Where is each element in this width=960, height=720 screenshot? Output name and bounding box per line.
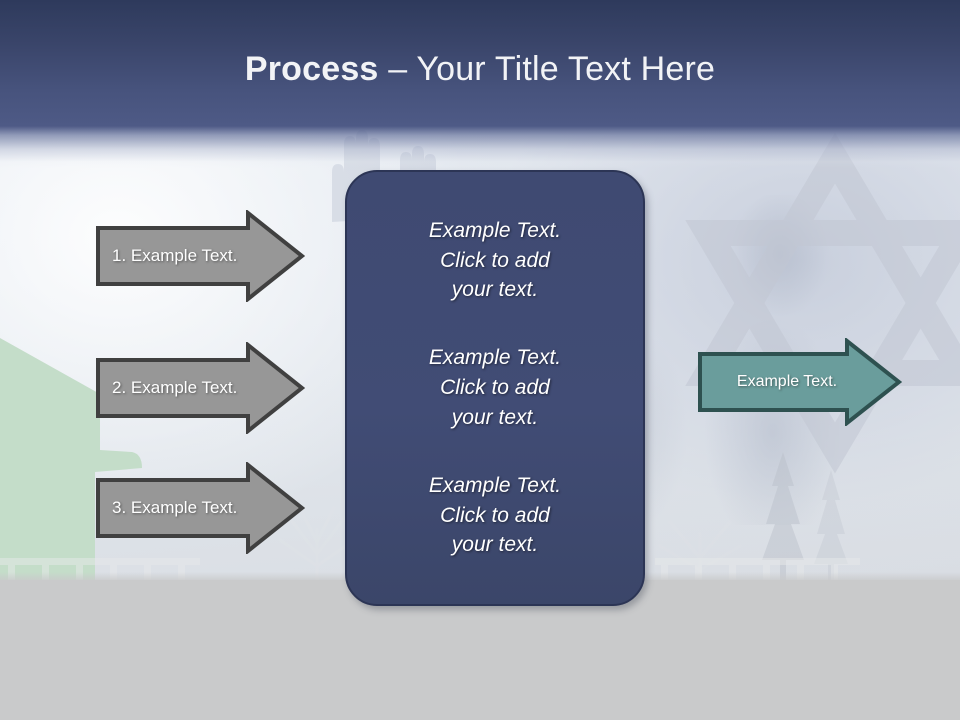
green-ground-shape xyxy=(0,320,200,582)
process-step-arrow-3[interactable]: 3. Example Text. xyxy=(95,462,305,554)
page-title-rest: – Your Title Text Here xyxy=(378,50,716,88)
page-title: Process – Your Title Text Here xyxy=(0,50,960,89)
process-detail-paragraph-3: Example Text. Click to add your text. xyxy=(428,473,562,557)
process-detail-paragraph-2: Example Text. Click to add your text. xyxy=(428,346,562,429)
page-title-bold: Process xyxy=(244,50,379,88)
title-bar-fade xyxy=(0,126,960,168)
process-detail-paragraph-1: Example Text. Click to add your text. xyxy=(428,218,562,302)
process-detail-box[interactable]: Example Text. Click to add your text. Ex… xyxy=(345,170,645,606)
process-result-arrow[interactable]: Example Text. xyxy=(697,338,902,426)
fence-left xyxy=(0,558,200,580)
title-bar xyxy=(0,0,960,126)
star-of-david-watermark-icon xyxy=(670,118,960,488)
shrub-silhouette-icon xyxy=(262,500,372,586)
fence-right xyxy=(655,558,860,580)
process-step-arrow-1[interactable]: 1. Example Text. xyxy=(95,210,305,302)
process-step-arrow-2[interactable]: 2. Example Text. xyxy=(95,342,305,434)
tree-silhouette-icon xyxy=(760,452,806,580)
